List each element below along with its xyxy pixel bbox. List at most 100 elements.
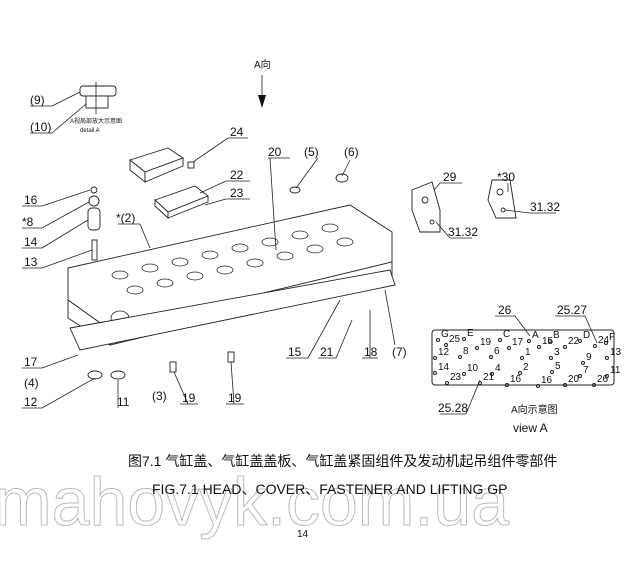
callout-15: 15 [288,345,302,359]
caption-cn: 图7.1 气缸盖、气缸盖盖板、气缸盖紧固组件及发动机起吊组件零部件 [128,453,557,469]
callout-9: (9) [30,93,45,107]
detail-a-drawing [30,82,117,134]
view-a-hole [462,372,466,376]
callout-3: (3) [152,389,167,403]
view-a-hole [537,345,541,349]
callout-13: 13 [24,255,38,269]
view-a-mark: 5 [555,361,561,372]
view-a-mark: 19 [480,337,492,348]
view-a-mark: 20 [568,374,580,385]
view-a-hole [436,338,440,342]
view-a-mark: 13 [610,347,622,358]
callout-31-32-a: 31.32 [448,225,478,239]
view-arrow-head-icon [258,95,266,108]
view-a-hole [498,338,502,342]
view-a-mark: 6 [494,346,500,357]
callout-16: 16 [24,193,38,207]
view-a-hole [605,374,609,378]
callout-19-b: 19 [228,391,242,405]
leader-lines [22,137,598,415]
view-a-mark: B [553,330,560,341]
view-a-mark: 23 [450,372,462,383]
view-arrow-label: A向 [254,58,271,71]
callout-7: (7) [392,345,407,359]
callout-2: *(2) [116,211,135,225]
view-a-mark: G [441,329,449,340]
page-number: 14 [297,529,309,540]
callout-5: (5) [304,145,319,159]
view-a-hole [527,339,531,343]
view-a-hole [478,381,482,385]
callout-21: 21 [320,345,334,359]
view-a-hole [581,361,585,365]
view-a-hole [563,383,567,387]
view-a-hole [505,383,509,387]
detail-a-title-cn: A视局部放大示意图 [70,117,122,125]
callout-20: 20 [268,145,282,159]
view-a-hole [489,355,493,359]
view-a-hole [445,381,449,385]
view-a-panel [431,329,615,386]
callout-18: 18 [364,345,378,359]
callout-11: 11 [117,395,130,409]
view-a-hole [462,337,466,341]
callout-25-27: 25.27 [557,303,587,317]
callout-19-a: 19 [182,391,196,405]
callout-26: 26 [498,303,512,317]
view-a-mark: 12 [438,347,450,358]
lifting-bracket-drawing [411,179,517,233]
view-a-hole [536,384,540,388]
detail-a-title-en: detail A [80,128,100,134]
view-a-mark: 2 [523,362,529,373]
view-a-mark: 1 [525,347,531,358]
view-a-mark: 10 [467,363,479,374]
view-a-mark: C [503,329,510,340]
view-a-mark: E [467,328,474,339]
view-a-mark: 21 [483,372,495,383]
view-a-mark: 17 [512,337,524,348]
callout-4: (4) [24,376,39,390]
view-a-mark: 16 [541,375,553,386]
view-a-mark: 25 [449,334,461,345]
callout-12: 12 [24,395,38,409]
view-a-hole [444,343,448,347]
view-a-mark: 15 [542,336,554,347]
view-a-mark: 24 [598,335,610,346]
caption-en: FIG.7.1 HEAD、COVER、FASTENER AND LIFTING … [152,481,508,497]
view-a-hole [433,356,437,360]
watermark: mahovyk.com.ua [0,464,509,540]
view-a-hole [578,339,582,343]
view-a-hole [578,374,582,378]
cylinder-head-drawing [67,173,396,380]
view-a-mark: D [583,330,590,341]
callout-24: 24 [230,125,244,139]
view-a-mark: F [609,332,615,343]
view-a-mark: 4 [495,363,501,374]
view-a-hole [433,371,437,375]
view-a-hole [592,383,596,387]
view-a-hole [548,339,552,343]
callout-30: *30 [497,170,515,184]
view-a-title-cn: A向示意图 [511,403,558,416]
view-a-hole [604,341,608,345]
callout-31-32-b: 31.32 [530,200,560,214]
view-a-hole [550,370,554,374]
view-a-mark: 9 [586,352,592,363]
view-a-hole [507,346,511,350]
view-a-mark: 14 [438,362,450,373]
callout-6: (6) [344,145,359,159]
view-a-mark: 26 [597,374,609,385]
callout-23: 23 [230,186,244,200]
view-a-hole [518,371,522,375]
view-a-hole [490,372,494,376]
callout-22: 22 [230,168,244,182]
callout-17: 17 [24,355,38,369]
view-a-hole [549,356,553,360]
view-a-mark: A [532,330,539,341]
view-a-mark: 22 [568,336,580,347]
view-a-mark: 16 [510,374,522,385]
callout-29: 29 [443,170,457,184]
callout-10: (10) [30,120,51,134]
